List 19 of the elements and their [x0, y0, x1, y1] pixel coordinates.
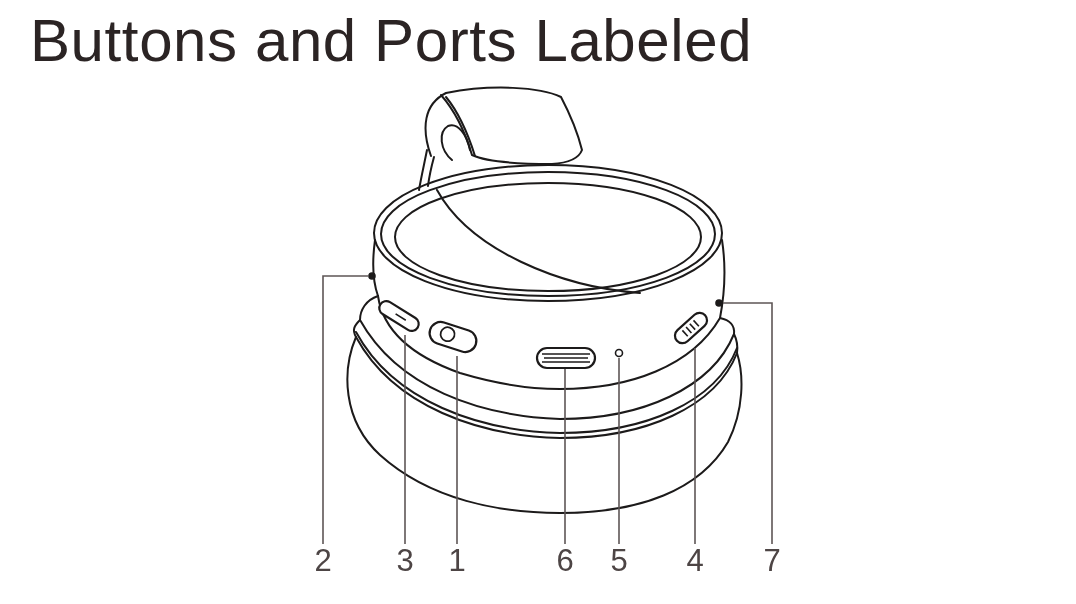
rim-hole [715, 299, 723, 307]
callout-number: 3 [396, 544, 414, 578]
callout-number: 1 [448, 544, 466, 578]
callout-number: 7 [763, 544, 781, 578]
leader-line [722, 302, 773, 545]
title: Buttons and Ports Labeled [30, 9, 753, 73]
pinhole [614, 348, 624, 358]
leader-line [618, 357, 620, 545]
leader-line [564, 368, 566, 545]
leader-line [404, 334, 406, 545]
leader-line [456, 355, 458, 545]
callout-number: 6 [556, 544, 574, 578]
rim-hole [368, 272, 376, 280]
usb-c-port [535, 346, 597, 370]
callout-number: 4 [686, 544, 704, 578]
leader-line [322, 275, 369, 545]
callout-number: 5 [610, 544, 628, 578]
callout-number: 2 [314, 544, 332, 578]
leader-line [694, 347, 696, 545]
